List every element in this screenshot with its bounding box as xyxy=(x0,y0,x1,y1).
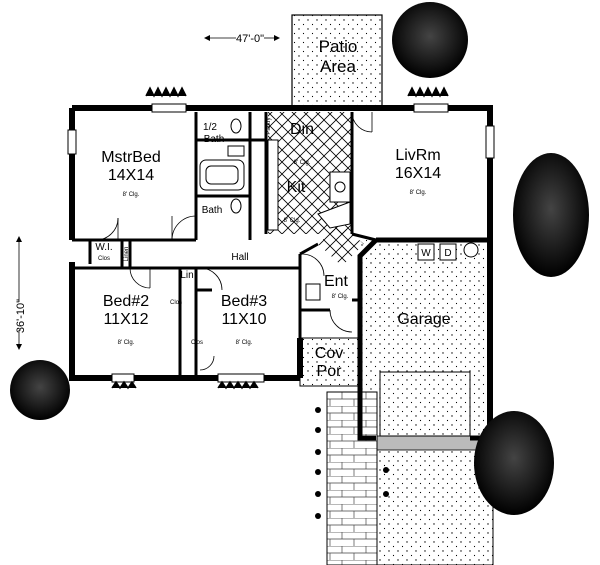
covered-porch-label-2: Por xyxy=(317,363,343,380)
bath-label: Bath xyxy=(202,205,223,216)
bed3-label: Bed#3 xyxy=(221,293,267,310)
hedge-icon xyxy=(111,86,449,390)
water-heater-icon xyxy=(463,242,479,258)
washer-label: W xyxy=(421,248,431,259)
walk-in-closet-label-1: W.I. xyxy=(95,242,112,253)
closet-a-label: Clos xyxy=(170,300,182,306)
garage-floor xyxy=(360,240,490,440)
kitchen-tile xyxy=(268,112,352,234)
kitchen-ceiling: 8' Clg. xyxy=(284,218,301,224)
bath-fixtures xyxy=(199,118,321,301)
driveway xyxy=(374,447,494,565)
windows xyxy=(67,103,495,383)
patio-area xyxy=(291,14,383,108)
dining-label: Din xyxy=(290,121,314,138)
landscaping xyxy=(10,2,589,519)
width-label: 47'-0" xyxy=(236,33,264,45)
flower-border-icon xyxy=(315,407,389,519)
front-walk xyxy=(326,391,378,565)
entry-label: Ent xyxy=(324,273,349,290)
laundry xyxy=(417,242,479,261)
lin-label: Lin xyxy=(180,270,193,281)
bed2-size: 11X12 xyxy=(103,311,148,328)
bed2-ceiling: 8' Clg. xyxy=(118,340,135,346)
garage-label: Garage xyxy=(397,311,450,328)
patio-label-2: Area xyxy=(320,57,356,76)
dryer-label: D xyxy=(444,248,451,259)
master-bed-ceiling: 8' Clg. xyxy=(123,192,140,198)
patio-label-1: Patio xyxy=(319,37,358,56)
living-room-label: LivRm xyxy=(395,147,440,164)
half-bath-label-1: 1/2 xyxy=(203,122,217,133)
toilet-icon xyxy=(230,118,242,134)
half-bath-label-2: Bath xyxy=(204,134,225,145)
washer-icon xyxy=(417,243,435,261)
closet-b-label: Clos xyxy=(191,340,203,346)
bed2-label: Bed#2 xyxy=(103,293,149,310)
walk-in-closet-label-2: Clos xyxy=(98,256,110,262)
sink-icon xyxy=(334,181,346,193)
dining-ceiling: 8' Clg. xyxy=(294,160,311,166)
shrub-icon xyxy=(392,2,468,78)
interior-walls xyxy=(72,112,377,378)
linen-label: Linen xyxy=(124,247,130,262)
living-room-size: 16X14 xyxy=(395,165,441,182)
entry-ceiling: 8' Clg. xyxy=(332,294,349,300)
covered-porch-label-1: Cov xyxy=(315,345,343,362)
depth-label: 36'-10" xyxy=(15,299,27,333)
master-bed-size: 14X14 xyxy=(108,167,154,184)
hall-label: Hall xyxy=(231,252,248,263)
pantry-label: Pantry xyxy=(266,117,272,134)
shrub-icon xyxy=(513,153,589,277)
depth-dimension xyxy=(16,236,22,350)
bed3-size: 11X10 xyxy=(221,311,266,328)
dryer-icon xyxy=(439,243,457,261)
kitchen-counters xyxy=(267,139,351,231)
labels: 47'-0" 36'-10" Patio Area MstrBed 14X14 … xyxy=(15,33,452,380)
shrub-icon xyxy=(474,411,554,515)
bed3-ceiling: 8' Clg. xyxy=(236,340,253,346)
master-bed-label: MstrBed xyxy=(101,149,161,166)
shrub-icon xyxy=(10,360,70,420)
kitchen-label: Kit xyxy=(287,179,306,196)
living-room-ceiling: 8' Clg. xyxy=(410,190,427,196)
garage-door xyxy=(379,371,471,437)
door-swings xyxy=(95,111,373,371)
width-dimension xyxy=(204,35,280,41)
